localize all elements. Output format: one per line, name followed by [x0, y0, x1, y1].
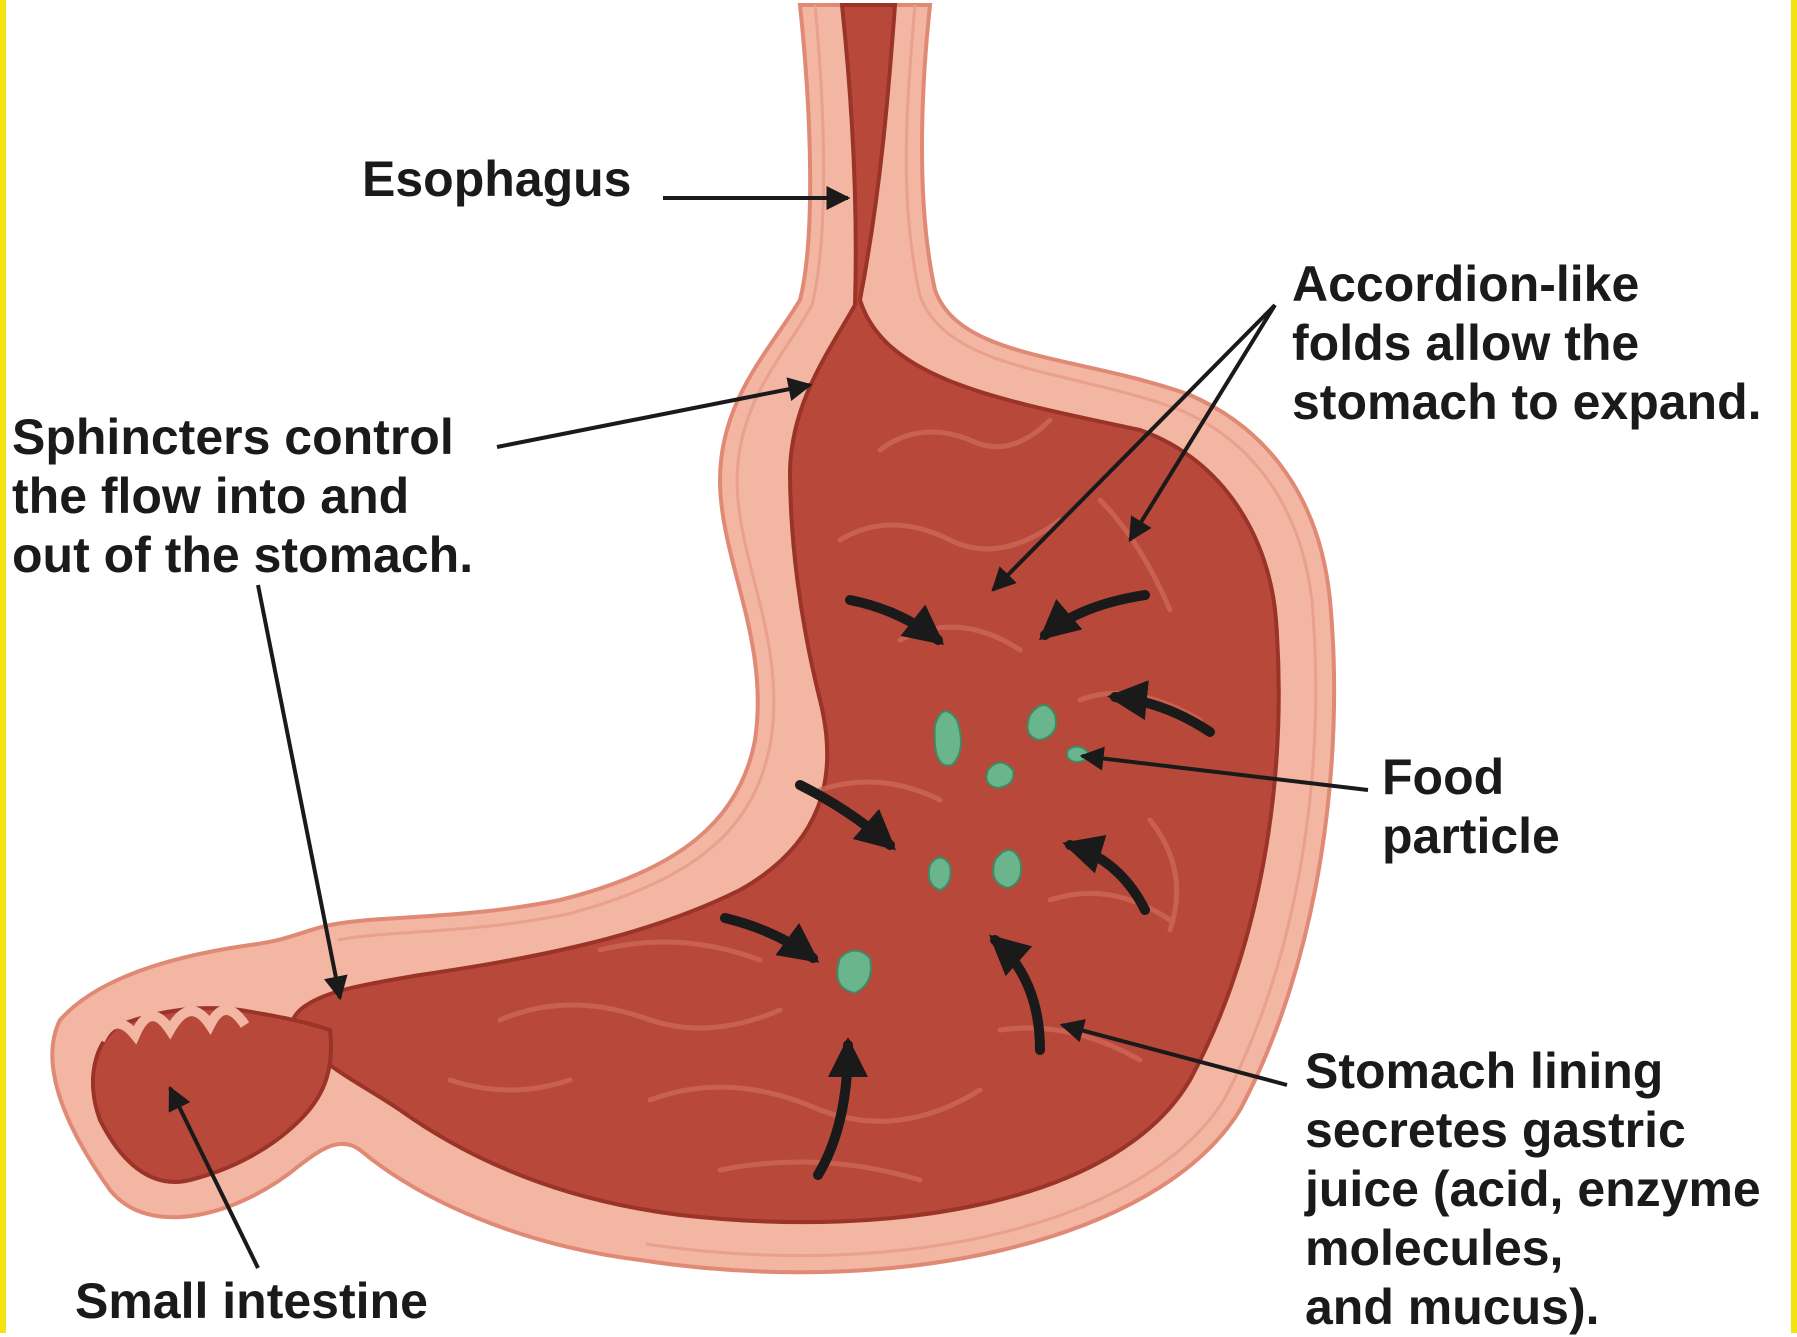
- label-sphincters-line: the flow into and: [12, 467, 473, 526]
- food-particle-icon: [986, 763, 1013, 789]
- label-sphincters-line: out of the stomach.: [12, 526, 473, 585]
- label-esophagus: Esophagus: [362, 150, 631, 209]
- label-lining-line: and mucus).: [1305, 1278, 1761, 1337]
- label-food-particle: Food particle: [1382, 748, 1560, 866]
- food-particle-icon: [1067, 746, 1088, 762]
- label-accordion-line: stomach to expand.: [1292, 373, 1762, 432]
- label-sphincters-line: Sphincters control: [12, 408, 473, 467]
- food-particle-icon: [993, 850, 1021, 888]
- label-accordion-line: folds allow the: [1292, 314, 1762, 373]
- label-small-intestine: Small intestine: [75, 1272, 428, 1331]
- label-esophagus-text: Esophagus: [362, 150, 631, 209]
- label-lining-line: juice (acid, enzyme: [1305, 1160, 1761, 1219]
- label-accordion: Accordion-like folds allow the stomach t…: [1292, 255, 1762, 432]
- food-particle-icon: [929, 858, 951, 891]
- label-lining-line: Stomach lining: [1305, 1042, 1761, 1101]
- label-accordion-line: Accordion-like: [1292, 255, 1762, 314]
- label-food-line: particle: [1382, 807, 1560, 866]
- label-lining-line: secretes gastric: [1305, 1101, 1761, 1160]
- label-small-intestine-text: Small intestine: [75, 1272, 428, 1331]
- label-sphincters: Sphincters control the flow into and out…: [12, 408, 473, 585]
- label-food-line: Food: [1382, 748, 1560, 807]
- label-stomach-lining: Stomach lining secretes gastric juice (a…: [1305, 1042, 1761, 1337]
- label-lining-line: molecules,: [1305, 1219, 1761, 1278]
- food-particle-icon: [935, 711, 961, 765]
